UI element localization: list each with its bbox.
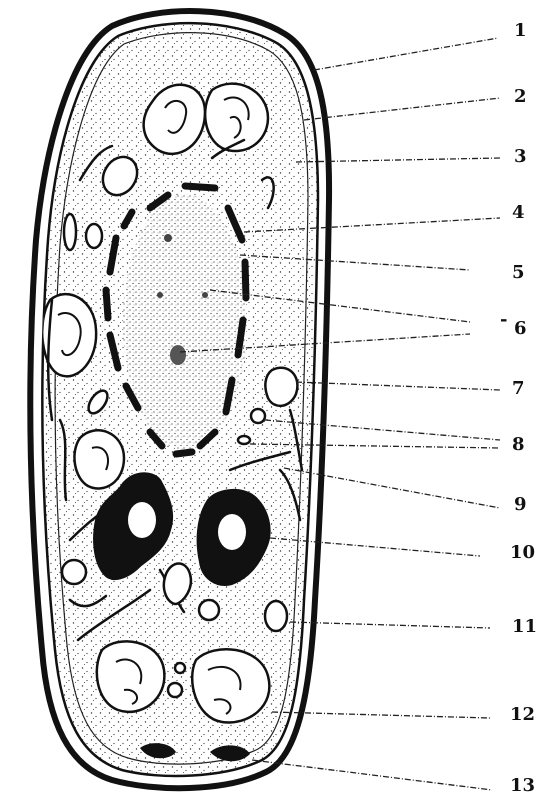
label-6: 6 [514,318,527,339]
label-8: 8 [512,434,525,455]
label-9: 9 [514,494,527,515]
label-13: 13 [510,775,535,796]
label-mark: - [500,309,507,330]
label-7: 7 [512,378,525,399]
label-2: 2 [514,86,527,107]
label-4: 4 [512,202,525,223]
label-10: 10 [510,542,535,563]
label-11: 11 [512,616,537,637]
label-1: 1 [514,20,527,41]
nucleolus [170,345,186,365]
label-12: 12 [510,704,535,725]
label-5: 5 [512,262,525,283]
label-3: 3 [514,146,527,167]
